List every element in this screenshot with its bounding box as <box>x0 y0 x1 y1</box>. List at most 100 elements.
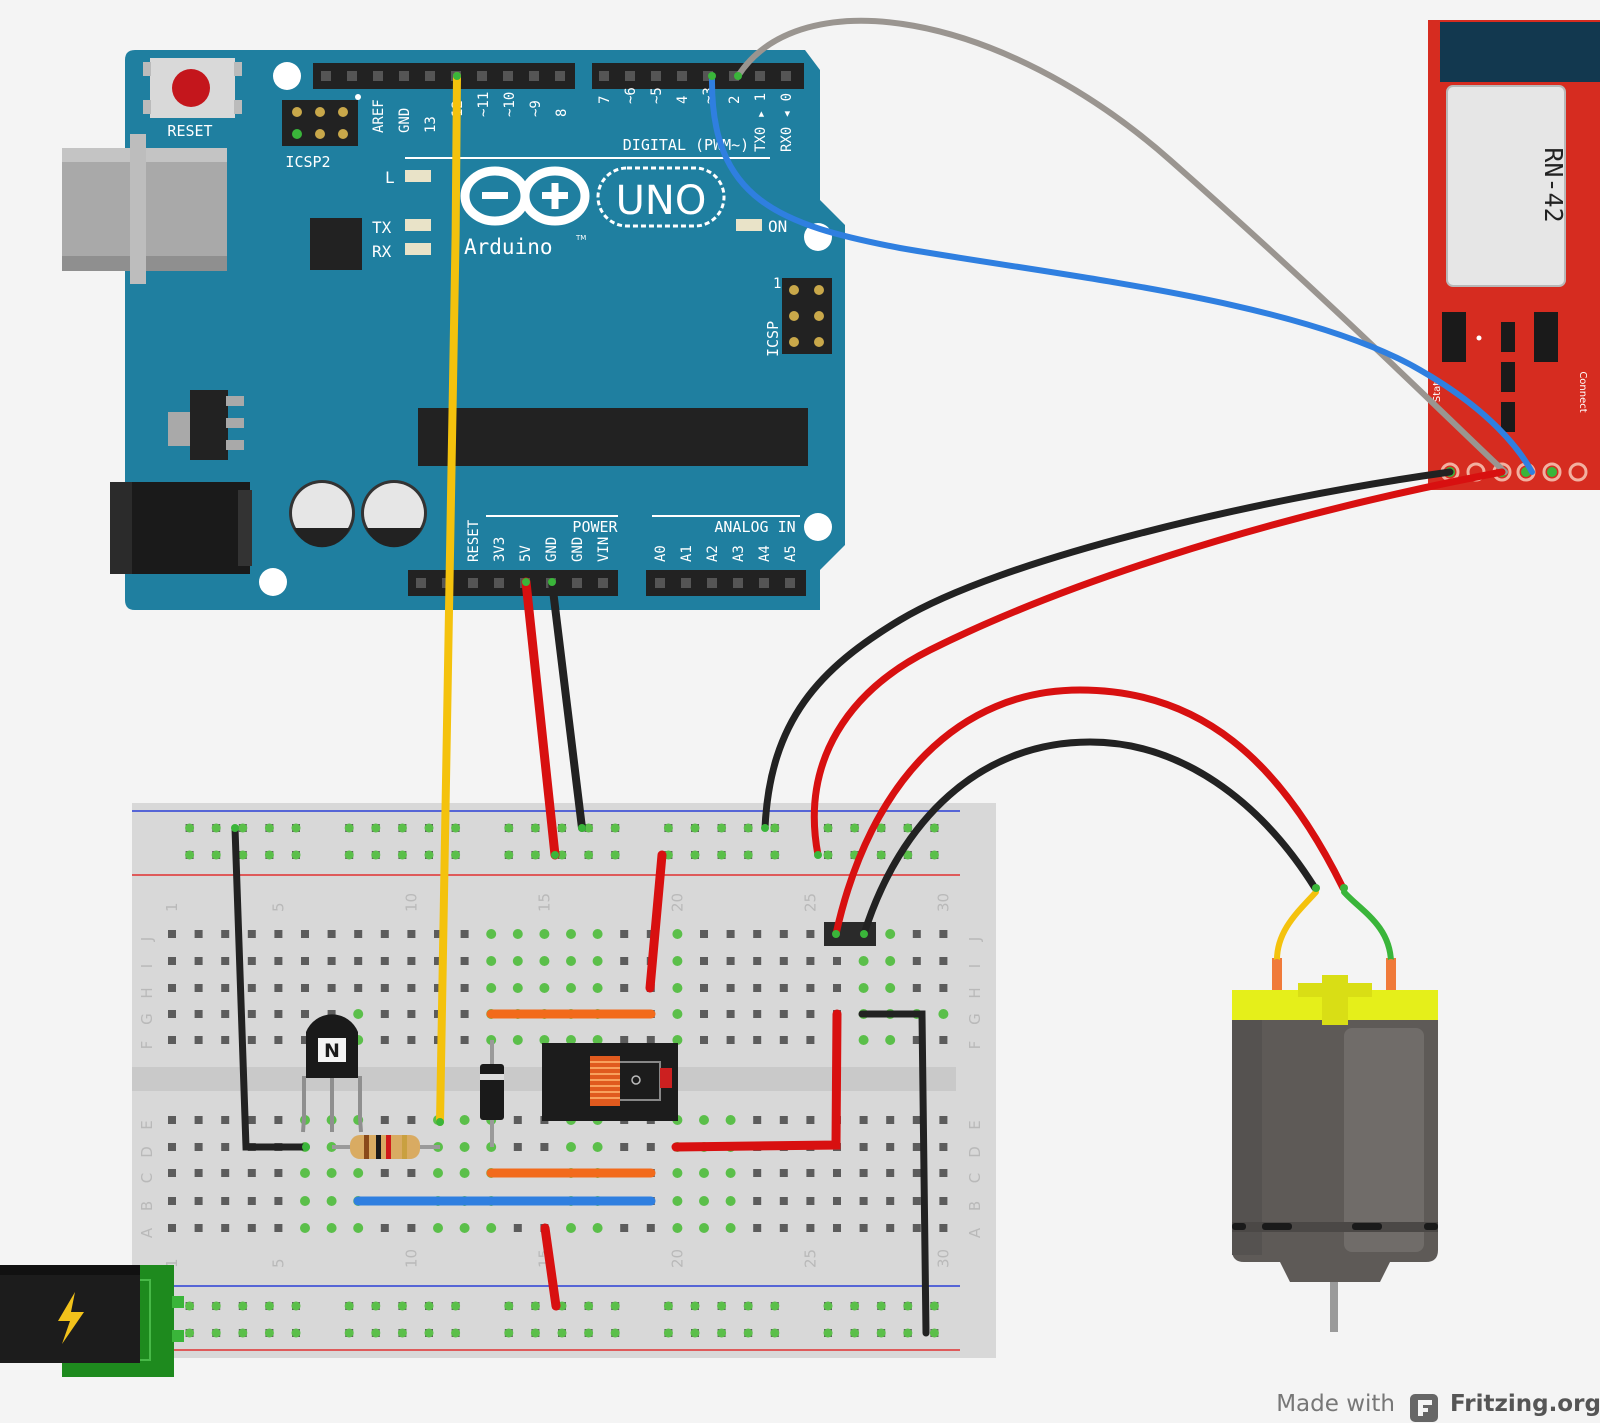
wire-end <box>814 851 822 859</box>
breadboard-hole-active <box>903 1301 913 1311</box>
breadboard-hole-active <box>424 823 434 833</box>
breadboard-hole-active <box>539 956 550 966</box>
uno-badge <box>596 166 726 228</box>
column-number: 20 <box>668 893 686 912</box>
reset-label: RESET <box>167 122 212 140</box>
atmega-chip <box>418 408 808 466</box>
led-rx-label: RX <box>372 242 392 261</box>
breadboard-hole <box>274 957 283 965</box>
wire-end <box>761 824 769 832</box>
mounting-hole <box>259 568 287 596</box>
breadboard-hole-active <box>530 850 540 860</box>
row-letter: J <box>966 937 984 942</box>
analog-pin-label: A5 <box>783 545 799 562</box>
column-number: 1 <box>163 1258 181 1268</box>
capacitor <box>289 480 355 548</box>
smd-component <box>1501 322 1515 352</box>
breadboard-hole-active <box>211 1328 221 1338</box>
breadboard-hole <box>247 930 256 938</box>
header-pin <box>425 71 435 81</box>
breadboard-hole <box>247 957 256 965</box>
breadboard-hole <box>274 1036 283 1044</box>
breadboard-hole <box>912 1169 921 1177</box>
breadboard-hole-active <box>699 1196 709 1206</box>
breadboard-hole-active <box>823 823 833 833</box>
marker-dot <box>1476 335 1482 341</box>
wire-end <box>734 72 742 80</box>
breadboard-hole-active <box>699 1115 709 1125</box>
breadboard-hole-active <box>371 1328 381 1338</box>
breadboard-hole <box>168 957 176 965</box>
breadboard-hole <box>194 1010 203 1018</box>
breadboard-hole-active <box>459 1115 470 1125</box>
breadboard-hole <box>380 984 389 992</box>
breadboard-hole-active <box>566 1223 576 1233</box>
breadboard-hole <box>327 930 336 938</box>
wire-black-gnd <box>548 578 586 832</box>
header-pin <box>503 71 513 81</box>
breadboard-hole-active <box>672 1009 683 1019</box>
breadboard-hole <box>221 930 230 938</box>
breadboard-hole <box>434 957 442 965</box>
motor-terminal <box>1386 959 1396 969</box>
breadboard-hole <box>168 1169 176 1177</box>
breadboard-hole <box>779 1197 788 1205</box>
breadboard-hole <box>194 1224 203 1232</box>
breadboard-hole-active <box>929 823 939 833</box>
breadboard-hole <box>939 957 948 965</box>
breadboard-hole <box>806 984 815 992</box>
digital-label: DIGITAL (PWM~) <box>623 136 749 154</box>
breadboard-hole <box>886 1169 895 1177</box>
breadboard-hole-active <box>566 956 576 966</box>
breadboard-hole-active <box>690 1328 700 1338</box>
digital-pin-label: 7 <box>597 96 613 104</box>
wire-end <box>860 930 868 938</box>
transistor-mark: N <box>324 1040 340 1062</box>
breadboard-hole-active <box>459 1223 470 1233</box>
wire-red-bt-vcc <box>810 468 1506 859</box>
breadboard-hole-active <box>743 850 753 860</box>
breadboard-hole-active <box>690 850 700 860</box>
breadboard-hole-active <box>725 1115 736 1125</box>
breadboard-hole <box>194 1143 203 1151</box>
breadboard-hole-active <box>371 823 381 833</box>
breadboard-hole <box>274 1224 283 1232</box>
breadboard-hole <box>460 957 469 965</box>
breadboard-hole-active <box>858 983 869 993</box>
breadboard-hole-active <box>459 1142 470 1152</box>
breadboard-hole-active <box>929 850 939 860</box>
breadboard-hole <box>460 930 469 938</box>
wire-end <box>548 578 556 586</box>
uno-label: UNO <box>616 178 707 224</box>
wire-end <box>832 930 840 938</box>
header-pin <box>625 71 635 81</box>
mounting-hole <box>804 513 832 541</box>
led-tx-label: TX <box>372 218 392 237</box>
breadboard-hole-active <box>238 823 248 833</box>
breadboard-hole <box>354 984 363 992</box>
digital-pin-label: 8 <box>554 109 570 117</box>
led-rx <box>405 243 431 255</box>
power-pin-label: RESET <box>466 519 482 562</box>
jumper-wire-red <box>645 850 667 993</box>
rn42-label: RN-42 <box>1539 147 1568 222</box>
wire-end <box>578 824 586 832</box>
header-pin <box>572 578 582 588</box>
digital-pin-label: ~5 <box>649 87 665 104</box>
breadboard-hole <box>646 1036 655 1044</box>
breadboard-hole-active <box>264 1301 274 1311</box>
breadboard-hole-active <box>185 1328 195 1338</box>
breadboard-hole-active <box>451 850 461 860</box>
bt-pin <box>1542 462 1562 482</box>
antenna-area <box>1440 22 1600 82</box>
breadboard-hole <box>380 1010 389 1018</box>
wire-red-5v <box>521 577 560 860</box>
breadboard-hole <box>753 1169 762 1177</box>
breadboard-hole <box>833 1197 841 1205</box>
breadboard-hole <box>168 984 176 992</box>
breadboard-hole <box>407 957 416 965</box>
breadboard-hole <box>912 1197 921 1205</box>
breadboard-hole <box>700 984 708 992</box>
breadboard-hole <box>301 1036 309 1044</box>
breadboard-hole <box>806 930 815 938</box>
